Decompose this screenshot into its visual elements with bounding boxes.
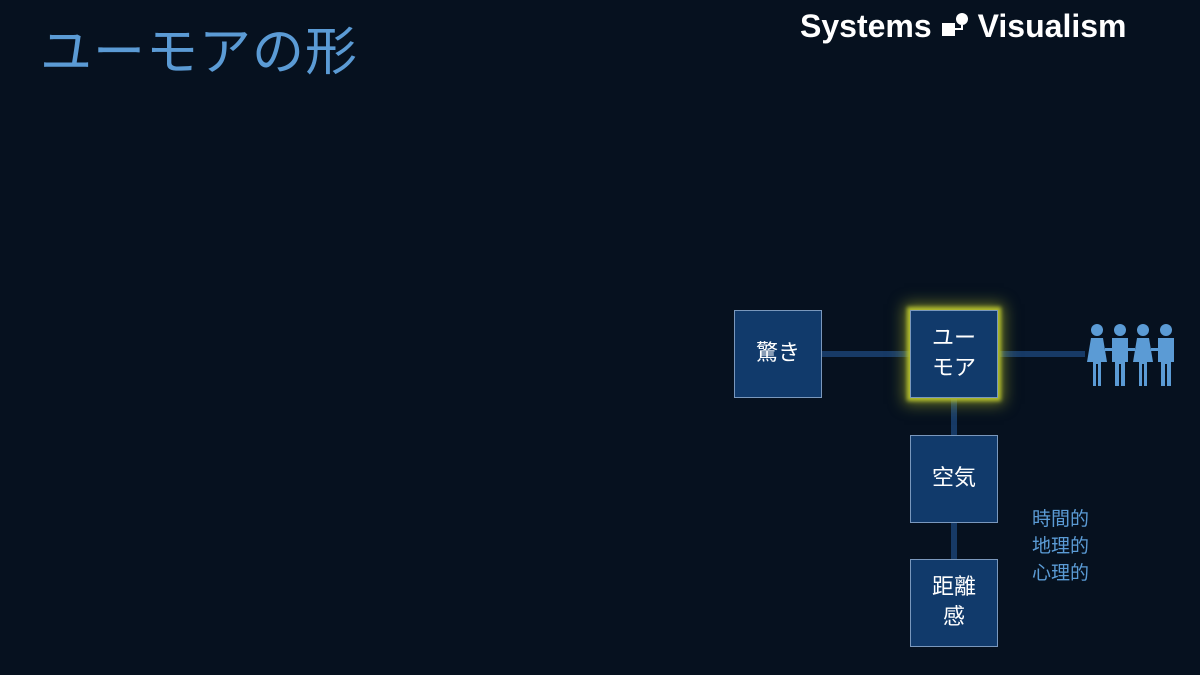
connector-humor-people	[1000, 351, 1085, 357]
node-humor-label: ユーモア	[931, 326, 976, 381]
brand-word-left: Systems	[800, 7, 932, 44]
aspect-item: 地理的	[1032, 535, 1090, 557]
aspect-list: 時間的 地理的 心理的	[1032, 506, 1089, 587]
connector-surprise-humor	[822, 351, 910, 357]
brand-logo-icon	[941, 13, 968, 36]
connector-humor-atmosphere	[951, 399, 957, 435]
node-atmosphere: 空気	[910, 435, 998, 523]
brand-logo: Systems Visualism	[800, 6, 1192, 46]
people-group-icon	[1087, 324, 1174, 386]
aspect-item: 心理的	[1032, 562, 1090, 584]
node-surprise-label: 驚き	[755, 341, 800, 366]
connector-atmosphere-distance	[951, 523, 957, 559]
node-distance-label: 距離感	[931, 575, 976, 630]
node-surprise: 驚き	[734, 310, 822, 398]
brand-word-right: Visualism	[977, 7, 1127, 44]
node-atmosphere-label: 空気	[931, 466, 976, 491]
node-humor: ユーモア	[910, 310, 998, 398]
node-distance: 距離感	[910, 559, 998, 647]
page-title: ユーモアの形	[40, 23, 359, 83]
aspect-item: 時間的	[1032, 508, 1090, 530]
